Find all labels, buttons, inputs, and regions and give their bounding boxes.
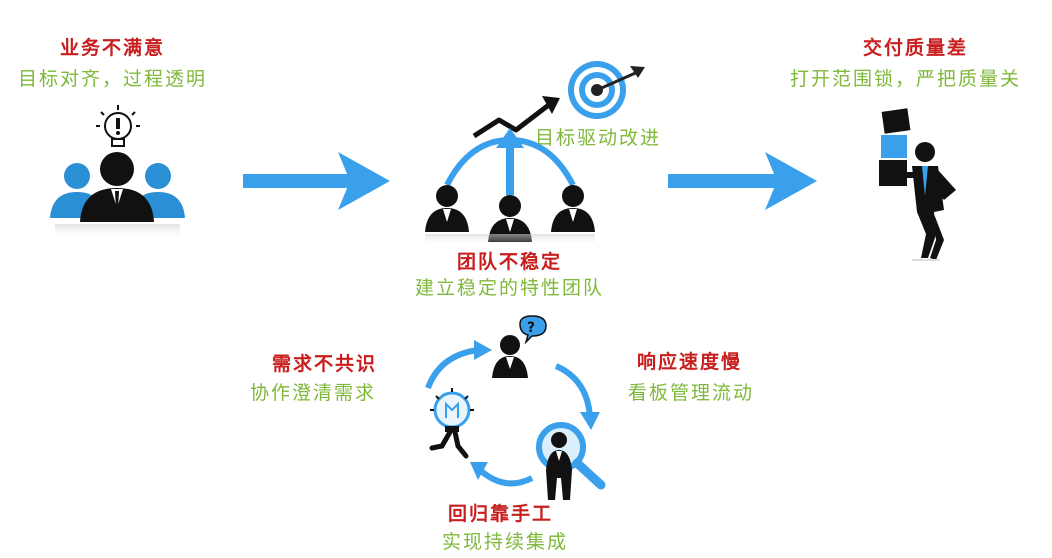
team-solution: 建立稳定的特性团队	[415, 277, 605, 299]
requirement-solution: 协作澄清需求	[250, 382, 377, 404]
delivery-solution: 打开范围锁，严把质量关	[790, 68, 1022, 90]
flow-arrow-right	[668, 152, 817, 210]
trend-arrow-icon	[472, 96, 560, 139]
target-icon	[568, 61, 645, 119]
svg-text:?: ?	[527, 320, 535, 336]
goal-driven-label: 目标驱动改进	[535, 127, 662, 149]
magnifier-icon	[536, 422, 606, 500]
business-group-people-icon	[50, 152, 185, 240]
delivery-problem: 交付质量差	[863, 37, 969, 59]
business-problem: 业务不满意	[60, 37, 166, 59]
response-solution: 看板管理流动	[628, 382, 755, 404]
team-upward-arrows	[444, 128, 576, 195]
cycle-arrow-icon	[425, 340, 600, 487]
team-problem: 团队不稳定	[457, 251, 563, 273]
flow-arrow-left	[243, 152, 390, 210]
manual-solution: 实现持续集成	[442, 531, 569, 553]
manual-problem: 回归靠手工	[448, 503, 554, 525]
question-bubble-icon: ?	[492, 315, 547, 378]
running-lightbulb-icon	[429, 388, 474, 459]
team-group-people-icon	[425, 185, 595, 246]
idea-lightbulb-icon	[96, 105, 140, 147]
requirement-problem: 需求不共识	[272, 353, 378, 375]
business-solution: 目标对齐，过程透明	[18, 68, 208, 90]
carrying-boxes-icon	[879, 108, 956, 261]
response-problem: 响应速度慢	[637, 351, 743, 373]
